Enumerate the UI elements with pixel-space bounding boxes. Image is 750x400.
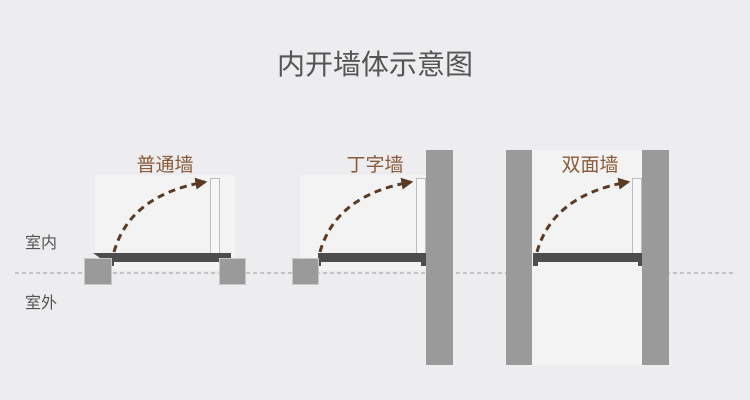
diagram-label: 普通墙 — [136, 154, 193, 176]
wall-block-right — [219, 258, 246, 285]
diagram-t-wall: 丁字墙 — [292, 150, 453, 365]
outdoor-label: 室外 — [25, 293, 57, 312]
swing-arrow — [112, 177, 208, 253]
wall-left — [506, 150, 532, 365]
door-frame — [93, 253, 231, 266]
door-frame — [533, 253, 642, 266]
wall-block-left — [292, 258, 319, 285]
diagram-ordinary-wall: 普通墙 — [84, 154, 246, 285]
wall-block-left — [84, 258, 112, 285]
wall-right — [642, 150, 669, 365]
door-frame — [300, 253, 426, 266]
indoor-label: 室内 — [25, 233, 57, 252]
door-leaf — [632, 178, 642, 254]
door-leaf — [416, 178, 426, 254]
wall-right — [426, 150, 453, 365]
door-leaf — [210, 178, 220, 254]
swing-arrow — [318, 177, 414, 253]
diagram-label: 双面墙 — [561, 154, 618, 176]
diagram-double-wall: 双面墙 — [506, 150, 669, 365]
swing-arrow — [535, 177, 631, 253]
diagram-label: 丁字墙 — [346, 154, 403, 176]
page-title: 内开墙体示意图 — [277, 48, 473, 81]
